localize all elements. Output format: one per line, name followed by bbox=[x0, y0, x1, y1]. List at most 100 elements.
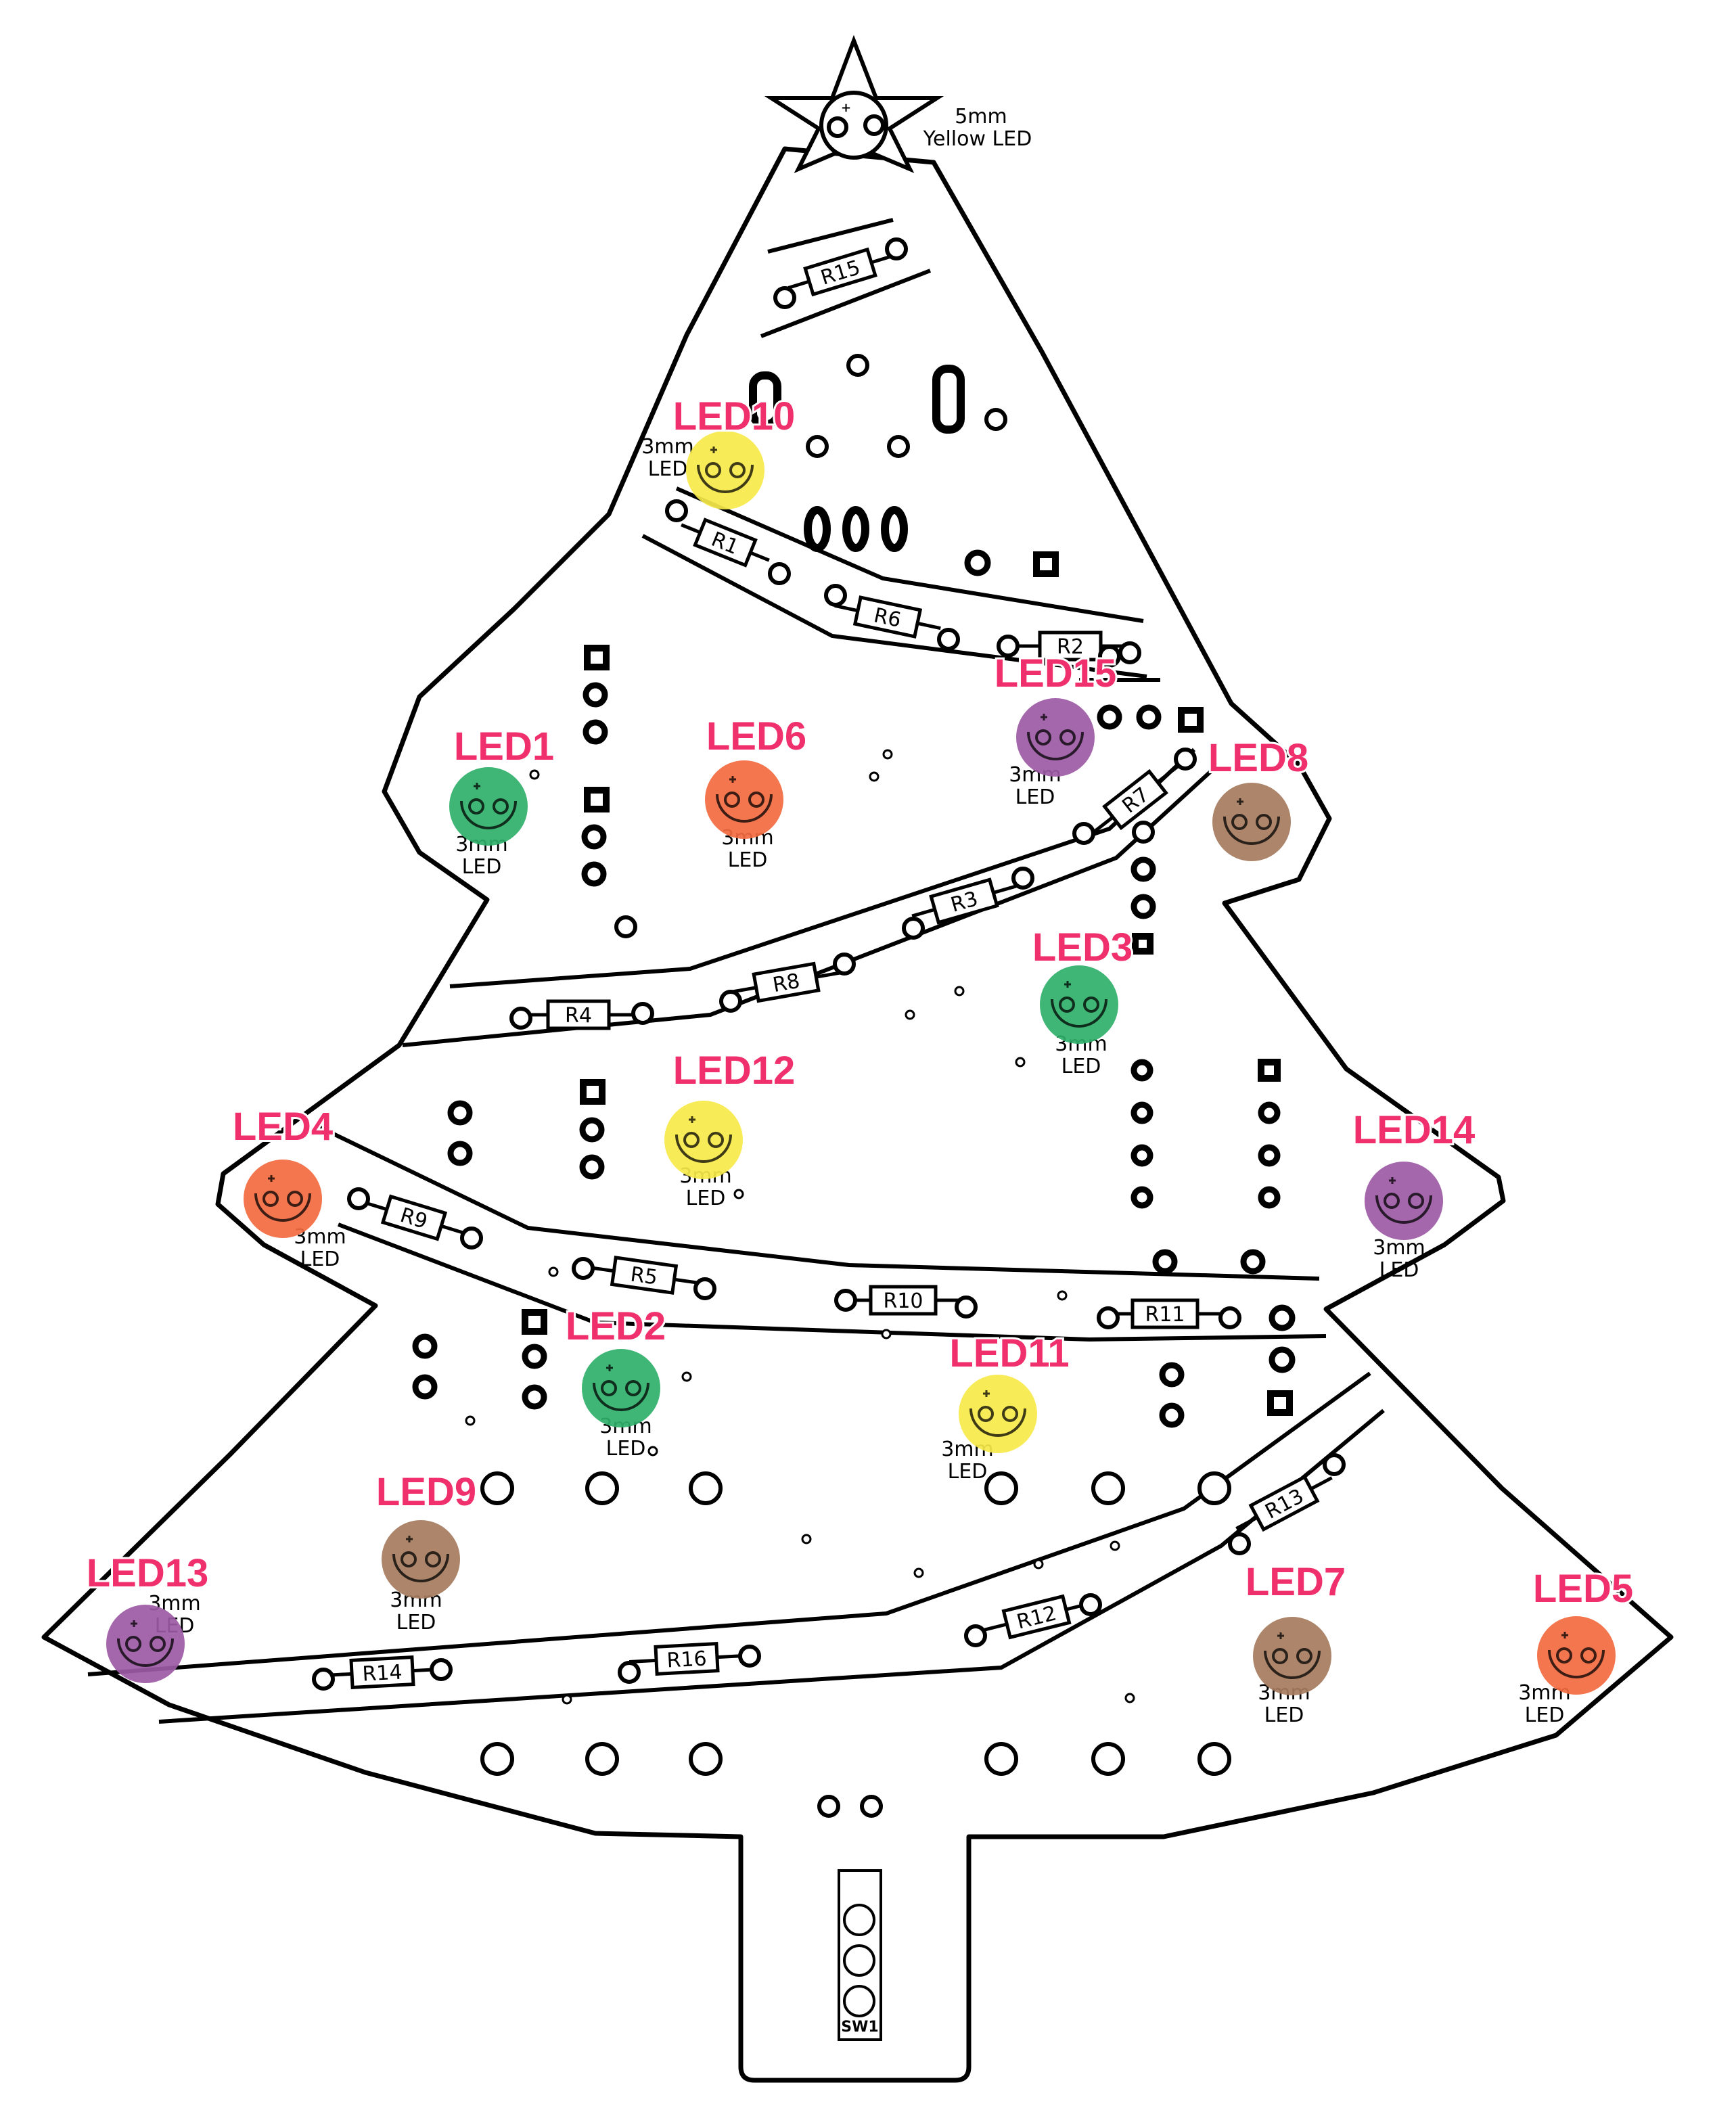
led4-name: LED4 bbox=[233, 1105, 333, 1149]
led7-color-dot bbox=[1253, 1617, 1331, 1695]
led10-plus-mark bbox=[710, 446, 717, 453]
resistor-r6-label: R6 bbox=[872, 603, 903, 633]
led5-pad-cathode bbox=[1580, 1647, 1597, 1664]
led12-footprint bbox=[675, 1134, 732, 1163]
led4-pad-anode bbox=[262, 1191, 279, 1207]
led13-pad-anode bbox=[125, 1636, 141, 1652]
led11-pad-cathode bbox=[1002, 1406, 1018, 1422]
pads-large bbox=[480, 1471, 1231, 1776]
led-led7: 3mmLEDLED7 bbox=[1243, 1558, 1348, 1727]
led4-plus-mark bbox=[268, 1175, 275, 1182]
resistor-r10: R10 bbox=[842, 1285, 964, 1316]
led13-color-dot bbox=[106, 1605, 185, 1683]
led14-pad-anode bbox=[1384, 1193, 1400, 1209]
led9-name: LED9 bbox=[376, 1470, 476, 1514]
led-led8: LED8 bbox=[1206, 734, 1310, 861]
led14-plus-mark bbox=[1389, 1177, 1396, 1184]
led10-size-text: 3mm bbox=[641, 435, 694, 459]
led3-type-text: LED bbox=[1061, 1055, 1101, 1078]
led7-plus-mark bbox=[1277, 1632, 1284, 1639]
led15-color-dot bbox=[1016, 698, 1095, 777]
resistor-r6: R6 bbox=[834, 595, 941, 639]
led6-footprint bbox=[716, 794, 773, 823]
led1-pad-cathode bbox=[493, 798, 509, 815]
led7-name: LED7 bbox=[1246, 1560, 1346, 1604]
led15-pad-cathode bbox=[1059, 729, 1076, 746]
led11-footprint bbox=[969, 1408, 1026, 1437]
led9-type-text: LED bbox=[396, 1611, 436, 1634]
led8-name: LED8 bbox=[1208, 736, 1308, 780]
led6-type-text: LED bbox=[728, 848, 768, 872]
led3-pad-cathode bbox=[1083, 996, 1099, 1013]
led6-color-dot bbox=[705, 760, 783, 839]
led2-pad-anode bbox=[601, 1380, 617, 1396]
resistor-r8: R8 bbox=[732, 961, 840, 1003]
led14-footprint bbox=[1375, 1195, 1432, 1224]
led2-name: LED2 bbox=[566, 1304, 666, 1348]
led14-color-dot bbox=[1365, 1162, 1443, 1240]
led-led6: 3mmLEDLED6 bbox=[704, 712, 808, 872]
led14-type-text: LED bbox=[1379, 1258, 1419, 1282]
led10-pad-cathode bbox=[729, 462, 746, 478]
resistor-r5: R5 bbox=[583, 1256, 705, 1295]
led5-footprint bbox=[1548, 1649, 1605, 1678]
resistor-r4: R4 bbox=[524, 999, 633, 1030]
led9-pad-anode bbox=[401, 1551, 417, 1567]
star-led-label-2: Yellow LED bbox=[923, 127, 1032, 151]
resistor-r14: R14 bbox=[324, 1655, 440, 1689]
resistor-r16: R16 bbox=[629, 1642, 745, 1676]
led1-footprint bbox=[460, 800, 517, 829]
resistor-r14-label: R14 bbox=[362, 1660, 403, 1686]
led-led2: 3mmLEDLED2 bbox=[564, 1302, 668, 1461]
led11-color-dot bbox=[959, 1375, 1037, 1453]
led12-plus-mark bbox=[689, 1116, 695, 1123]
led5-color-dot bbox=[1537, 1616, 1616, 1695]
led4-footprint bbox=[254, 1193, 311, 1222]
led11-name: LED11 bbox=[949, 1331, 1069, 1375]
resistor-r11: R11 bbox=[1104, 1298, 1226, 1329]
led5-name: LED5 bbox=[1533, 1567, 1633, 1611]
switch-sw1: SW1 bbox=[838, 1869, 882, 2041]
led13-footprint bbox=[117, 1638, 174, 1667]
led15-plus-mark bbox=[1041, 714, 1047, 720]
led13-name: LED13 bbox=[87, 1551, 209, 1595]
led1-plus-mark bbox=[474, 783, 480, 789]
resistor-r2: R2 bbox=[1016, 631, 1124, 662]
led15-pad-anode bbox=[1035, 729, 1051, 746]
led12-color-dot bbox=[664, 1101, 743, 1179]
led12-pad-anode bbox=[683, 1132, 700, 1148]
led15-name: LED15 bbox=[995, 651, 1117, 695]
vias bbox=[465, 749, 1135, 1705]
led8-footprint bbox=[1223, 816, 1280, 845]
led10-footprint bbox=[697, 464, 754, 493]
led1-color-dot bbox=[449, 767, 528, 846]
led7-pad-anode bbox=[1272, 1648, 1288, 1664]
led6-name: LED6 bbox=[706, 714, 806, 758]
resistor-r10-label: R10 bbox=[883, 1289, 923, 1313]
star-led-pad-a bbox=[827, 116, 848, 138]
led4-type-text: LED bbox=[300, 1247, 340, 1271]
led8-color-dot bbox=[1212, 783, 1291, 861]
led12-pad-cathode bbox=[708, 1132, 724, 1148]
led10-pad-anode bbox=[705, 462, 721, 478]
led10-type-text: LED bbox=[648, 457, 688, 481]
pads-square bbox=[522, 551, 1293, 1416]
led7-footprint bbox=[1264, 1650, 1321, 1679]
led3-color-dot bbox=[1040, 965, 1118, 1044]
resistor-r16-label: R16 bbox=[666, 1647, 708, 1672]
led15-type-text: LED bbox=[1015, 785, 1055, 809]
led7-pad-cathode bbox=[1296, 1648, 1312, 1664]
resistor-r11-label: R11 bbox=[1145, 1303, 1185, 1327]
led-layer: 3mmLEDLED103mmLEDLED153mmLEDLED13mmLEDLE… bbox=[85, 392, 1635, 1727]
switch-label: SW1 bbox=[841, 2019, 878, 2036]
star-led-plus: + bbox=[841, 101, 851, 115]
led10-color-dot bbox=[686, 431, 764, 509]
led2-footprint bbox=[593, 1382, 649, 1411]
